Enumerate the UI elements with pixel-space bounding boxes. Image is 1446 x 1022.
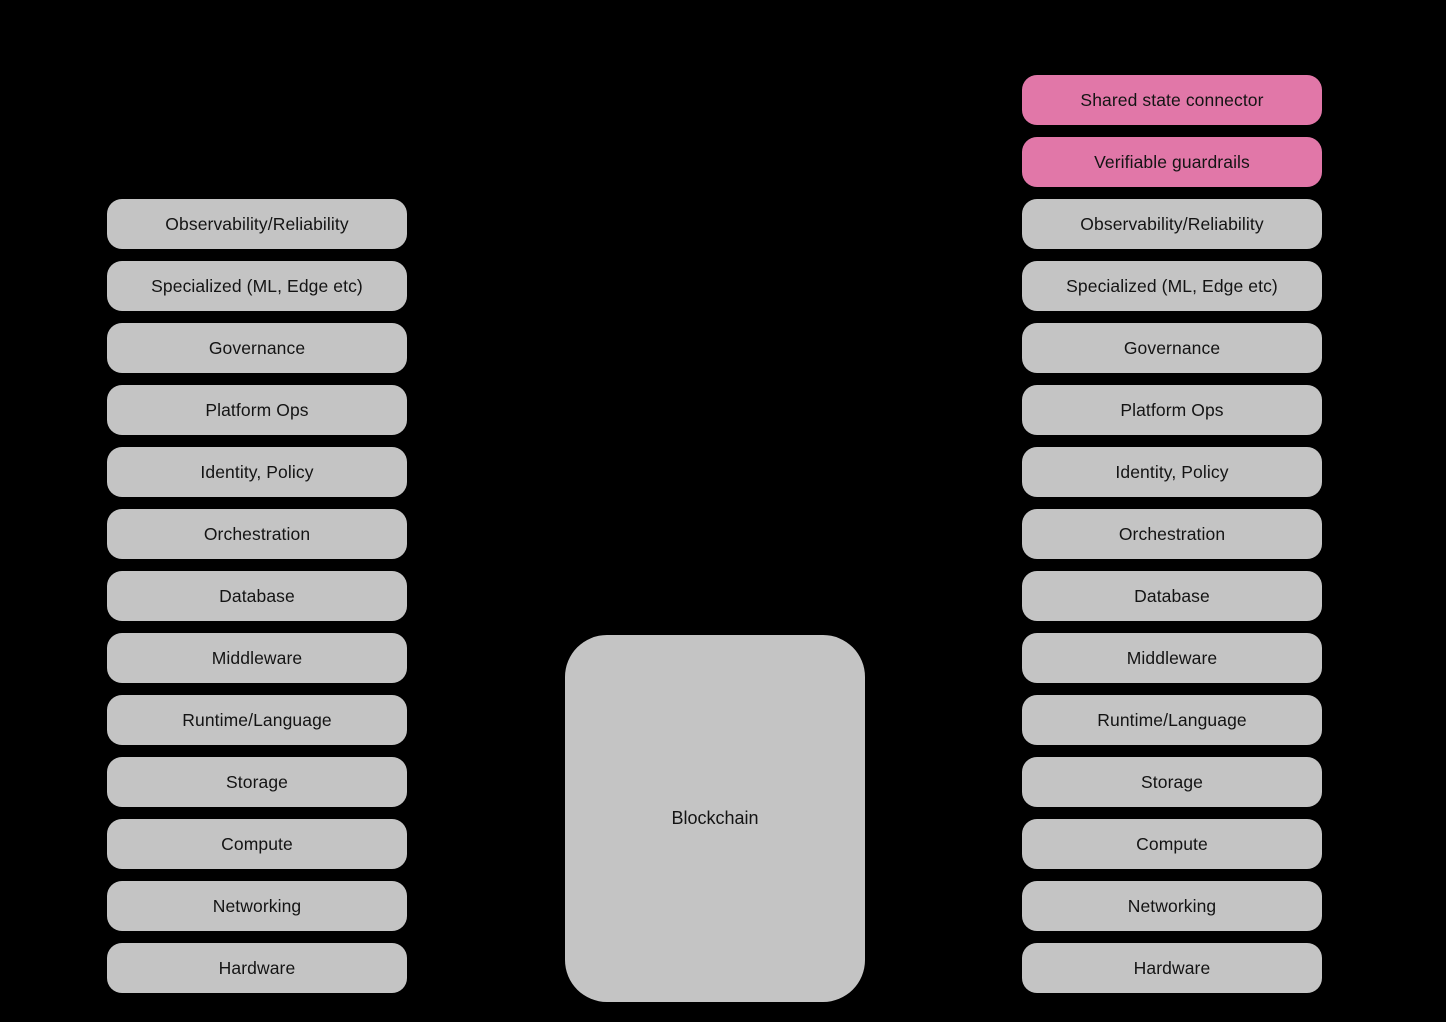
right-layer-governance: Governance xyxy=(1022,323,1322,373)
left-layer-platform-ops: Platform Ops xyxy=(107,385,407,435)
right-layer-middleware: Middleware xyxy=(1022,633,1322,683)
left-layer-middleware: Middleware xyxy=(107,633,407,683)
left-layer-specialized: Specialized (ML, Edge etc) xyxy=(107,261,407,311)
left-layer-orchestration: Orchestration xyxy=(107,509,407,559)
left-layer-observability-reliability: Observability/Reliability xyxy=(107,199,407,249)
blockchain-box: Blockchain xyxy=(565,635,865,1002)
right-layer-observability-reliability: Observability/Reliability xyxy=(1022,199,1322,249)
left-layer-runtime-language: Runtime/Language xyxy=(107,695,407,745)
right-layer-identity-policy: Identity, Policy xyxy=(1022,447,1322,497)
left-layer-governance: Governance xyxy=(107,323,407,373)
right-layer-platform-ops: Platform Ops xyxy=(1022,385,1322,435)
left-layer-stack: Observability/Reliability Specialized (M… xyxy=(107,199,407,993)
left-layer-database: Database xyxy=(107,571,407,621)
right-layer-storage: Storage xyxy=(1022,757,1322,807)
left-layer-storage: Storage xyxy=(107,757,407,807)
right-layer-runtime-language: Runtime/Language xyxy=(1022,695,1322,745)
left-layer-compute: Compute xyxy=(107,819,407,869)
right-layer-specialized: Specialized (ML, Edge etc) xyxy=(1022,261,1322,311)
right-layer-hardware: Hardware xyxy=(1022,943,1322,993)
right-layer-networking: Networking xyxy=(1022,881,1322,931)
left-layer-hardware: Hardware xyxy=(107,943,407,993)
verifiable-guardrails-box: Verifiable guardrails xyxy=(1022,137,1322,187)
left-layer-networking: Networking xyxy=(107,881,407,931)
right-layer-compute: Compute xyxy=(1022,819,1322,869)
right-layer-database: Database xyxy=(1022,571,1322,621)
left-layer-identity-policy: Identity, Policy xyxy=(107,447,407,497)
shared-state-connector-box: Shared state connector xyxy=(1022,75,1322,125)
right-layer-orchestration: Orchestration xyxy=(1022,509,1322,559)
right-layer-stack: Shared state connector Verifiable guardr… xyxy=(1022,75,1322,993)
